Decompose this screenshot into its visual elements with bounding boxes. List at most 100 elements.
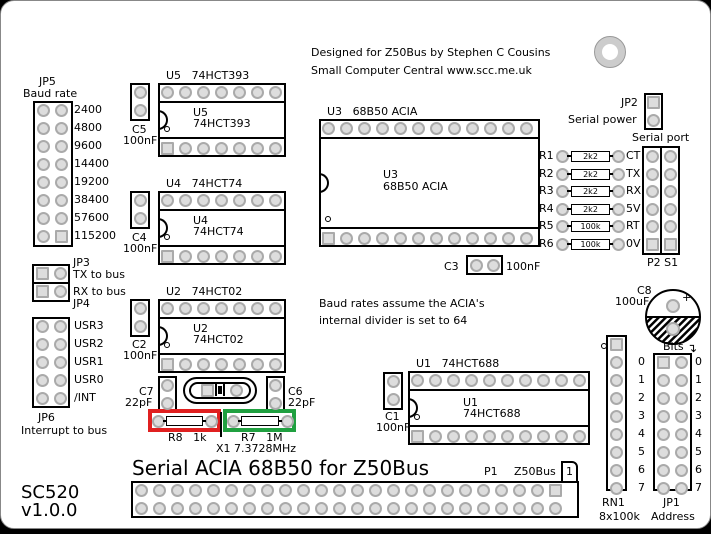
pin: [387, 502, 400, 515]
pin: [647, 96, 660, 109]
pin: [207, 484, 220, 497]
pin: [531, 502, 544, 515]
jp5-baud-rate-jumper[interactable]: [33, 101, 73, 247]
pin: [171, 484, 184, 497]
pin: [394, 122, 407, 135]
jp1-address-jumper[interactable]: [653, 353, 692, 491]
serial-port-refs: P2 S1: [647, 256, 679, 269]
jp6-signal-usr3: USR3: [74, 319, 104, 332]
pin: [37, 158, 50, 171]
board-title: Serial ACIA 68B50 for Z50Bus: [132, 456, 429, 480]
pin: [657, 410, 670, 423]
pin: [441, 502, 454, 515]
pin: [612, 238, 625, 251]
r5-resistor: 100k: [571, 221, 610, 233]
pin: [225, 484, 238, 497]
pin: [230, 384, 243, 397]
pin: [664, 167, 677, 181]
r3-ref: R3: [539, 184, 554, 198]
pin: [36, 285, 49, 298]
pin: [369, 502, 382, 515]
chip-outline: [158, 353, 286, 355]
pin: [251, 302, 264, 315]
pin: [54, 285, 67, 298]
pin: [501, 430, 514, 443]
u3-part: 68B50 ACIA: [352, 105, 418, 118]
pin: [423, 484, 436, 497]
credits-line-1: Designed for Z50Bus by Stephen C Cousins: [311, 46, 551, 59]
pin: [664, 220, 677, 234]
pin: [394, 232, 407, 245]
pin: [612, 220, 625, 234]
rn1-ref: RN1: [602, 496, 625, 509]
jp6-signal-usr1: USR1: [74, 355, 104, 368]
rn1-value: 8x100k: [599, 510, 640, 523]
pin: [179, 250, 192, 263]
pin: [215, 358, 228, 371]
plus-icon: +: [682, 291, 691, 304]
pin: [36, 338, 49, 351]
pin: [376, 232, 389, 245]
pin: [215, 142, 228, 155]
pin: [189, 484, 202, 497]
pin: [55, 140, 68, 153]
jp5-label: Baud rate: [23, 87, 78, 100]
pin: [37, 230, 50, 243]
pin: [297, 502, 310, 515]
u3-silk-part: 68B50 ACIA: [383, 180, 448, 193]
pin: [573, 374, 586, 387]
jp2-serial-power-jumper[interactable]: [644, 93, 663, 130]
u2-silk-part: 74HCT02: [193, 333, 244, 346]
pin: [55, 176, 68, 189]
s1-serial-header[interactable]: [660, 146, 680, 255]
pin: [261, 502, 274, 515]
pin: [225, 502, 238, 515]
pin: [657, 392, 670, 405]
u1-header: U1 74HCT688: [416, 358, 499, 370]
signal-0v: 0V: [626, 237, 641, 250]
pin: [54, 392, 67, 405]
jp1-ref: JP1: [663, 496, 680, 509]
pin: [261, 484, 274, 497]
c4-ref: C4: [132, 231, 147, 244]
pin: [675, 428, 688, 441]
u5-header: U5 74HCT393: [166, 70, 249, 82]
divider: [220, 412, 222, 437]
pin: [520, 122, 533, 135]
pin: [251, 86, 264, 99]
jp1-bit-4: 4: [695, 427, 702, 440]
c7-ref: C7: [139, 385, 154, 398]
pin: [647, 114, 660, 127]
pin: [161, 379, 174, 392]
pin: [269, 397, 282, 410]
pin: [466, 232, 479, 245]
u4-header: U4 74HCT74: [166, 178, 242, 190]
r2-resistor: 2k2: [571, 168, 610, 180]
pin: [233, 302, 246, 315]
pin: [429, 374, 442, 387]
r7-value: 1M: [266, 431, 283, 444]
r7-resistor: [241, 416, 279, 426]
pin: [322, 232, 335, 245]
u3-header: U3 68B50 ACIA: [327, 106, 417, 118]
jp4-rx-jumper[interactable]: [32, 282, 70, 302]
pin: [664, 185, 677, 199]
pin: [657, 482, 670, 495]
r4-resistor: 2k2: [571, 203, 610, 215]
u5-silk-part: 74HCT393: [193, 117, 251, 130]
c6-ref: C6: [288, 385, 303, 398]
pin1-dot: [601, 343, 607, 349]
r8-label: R8 1k: [168, 432, 207, 444]
pin: [531, 484, 544, 497]
pin: [466, 122, 479, 135]
r7-highlight: [223, 409, 296, 432]
pin: [233, 194, 246, 207]
jp6-interrupt-jumper[interactable]: [32, 317, 70, 408]
pin: [134, 320, 147, 333]
rn1-bit-6: 6: [638, 463, 645, 476]
pin: [351, 484, 364, 497]
pin: [281, 415, 294, 428]
pin: [412, 232, 425, 245]
pin: [197, 86, 210, 99]
r4-ref: R4: [539, 201, 554, 215]
